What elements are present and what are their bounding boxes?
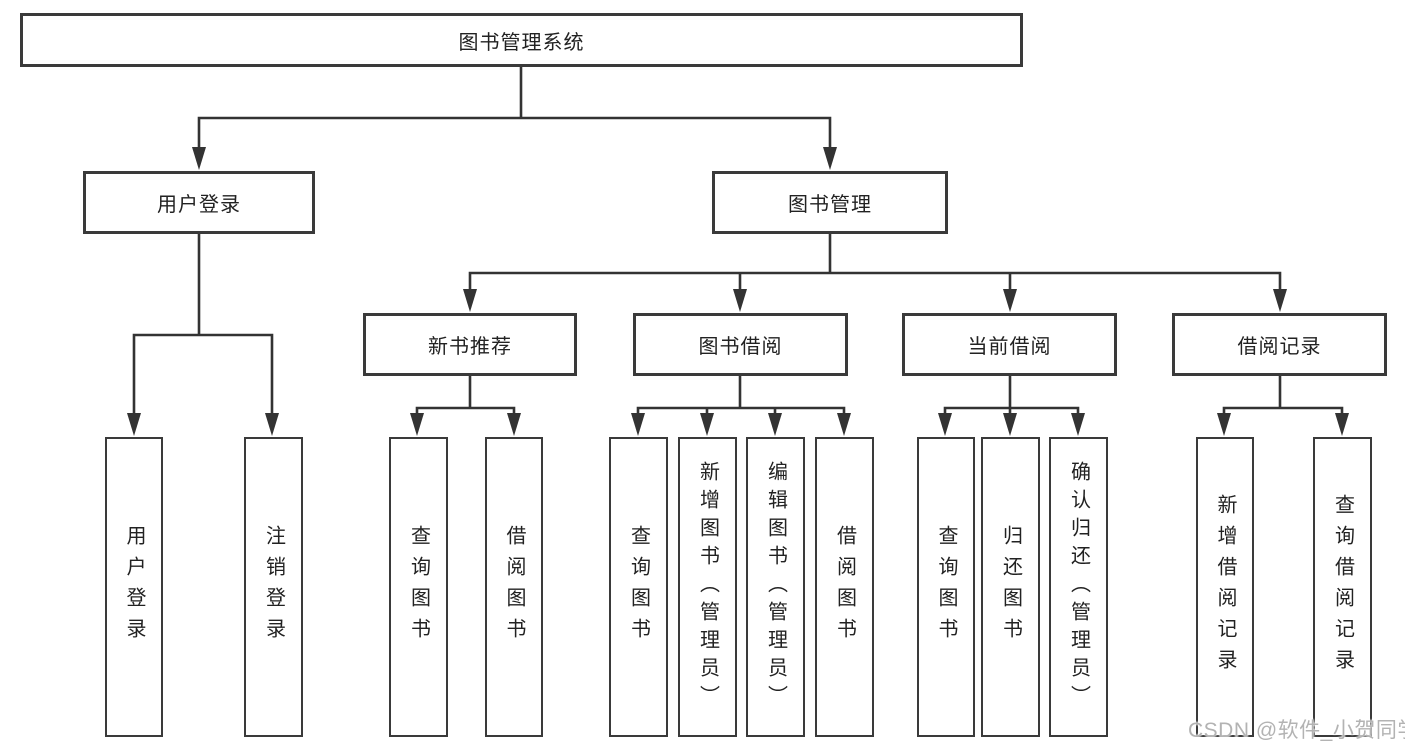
node-root-system: 图书管理系统 [20,13,1023,67]
node-user-login: 用户登录 [83,171,315,234]
leaf-nb-query-books: 查询图书 [389,437,448,737]
leaf-br-add-record: 新增借阅记录 [1196,437,1254,737]
node-book-management: 图书管理 [712,171,948,234]
leaf-logout: 注销登录 [244,437,303,737]
node-book-borrowing: 图书借阅 [633,313,848,376]
leaf-cb-confirm-return-admin: 确认归还（管理员） [1049,437,1108,737]
leaf-bb-edit-books-admin: 编辑图书（管理员） [746,437,805,737]
leaf-cb-query-books: 查询图书 [917,437,975,737]
leaf-cb-return-books: 归还图书 [981,437,1040,737]
node-current-borrowing: 当前借阅 [902,313,1117,376]
node-borrowing-records: 借阅记录 [1172,313,1387,376]
csdn-watermark: CSDN @软件_小贺同学 [1188,719,1405,742]
leaf-bb-borrow-books: 借阅图书 [815,437,874,737]
leaf-nb-borrow-books: 借阅图书 [485,437,543,737]
leaf-user-login: 用户登录 [105,437,163,737]
leaf-bb-query-books: 查询图书 [609,437,668,737]
node-new-book-recommend: 新书推荐 [363,313,577,376]
leaf-bb-add-books-admin: 新增图书（管理员） [678,437,737,737]
arrowhead-icons [127,147,1349,436]
leaf-br-query-record: 查询借阅记录 [1313,437,1372,737]
